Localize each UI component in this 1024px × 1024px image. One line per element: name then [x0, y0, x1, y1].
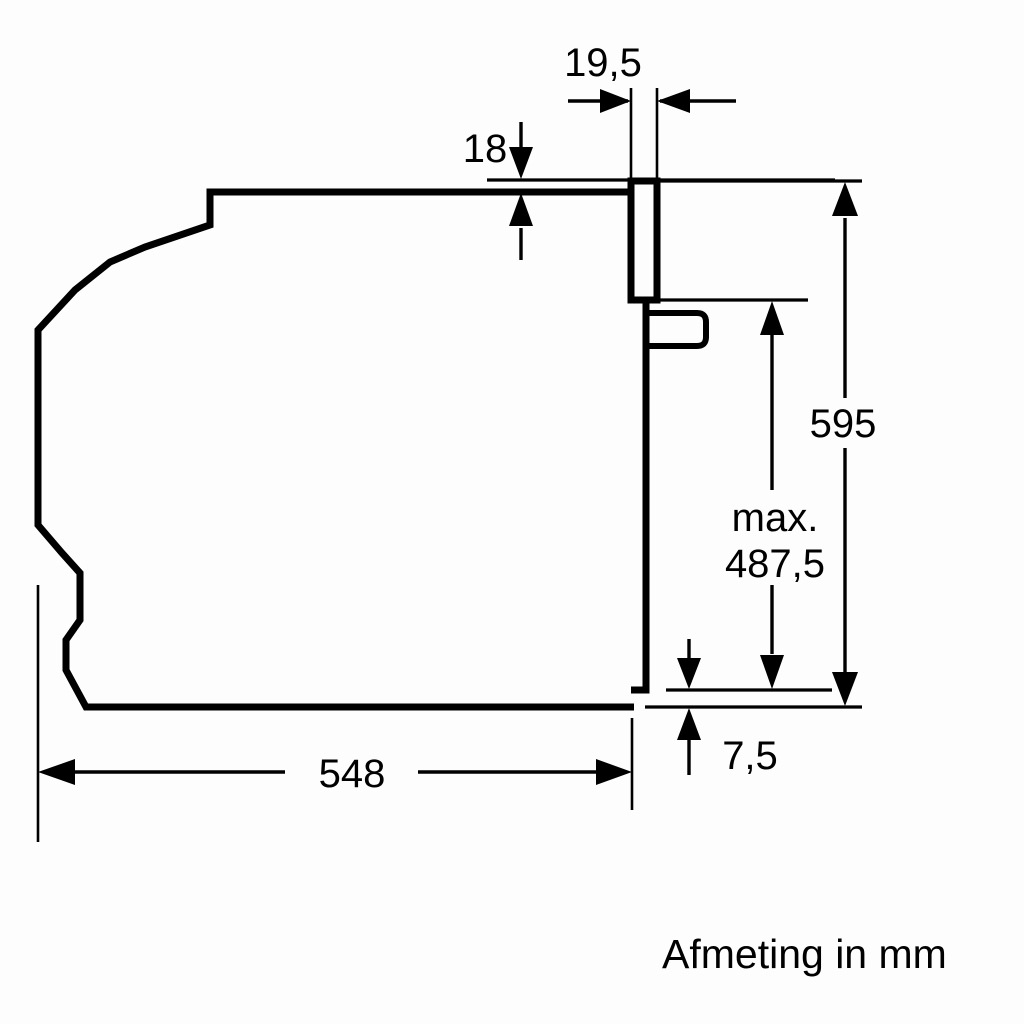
dimension-595: 595: [810, 182, 877, 706]
caption-afmeting-in-mm: Afmeting in mm: [662, 931, 947, 977]
oven-door-upper-panel: [627, 177, 661, 304]
arrow-595-down: [832, 672, 858, 706]
dim-label-18: 18: [463, 127, 508, 171]
arrow-595-up: [832, 182, 858, 216]
dimension-548: 548: [38, 752, 632, 796]
arrow-4875-up: [760, 301, 784, 335]
oven-body-outline: [34, 188, 634, 711]
dim-label-19-5: 19,5: [564, 41, 642, 85]
arrow-75-up: [677, 708, 701, 740]
oven-door-lower-panel: [631, 296, 650, 694]
arrow-195-left: [600, 89, 631, 113]
arrow-18-down: [509, 147, 533, 179]
arrow-4875-down: [760, 655, 784, 689]
dimension-19-5: 19,5: [564, 41, 736, 113]
dim-label-487-5: 487,5: [725, 542, 825, 586]
arrow-548-right: [596, 759, 632, 785]
arrow-548-left: [38, 759, 75, 785]
dimension-7-5: 7,5: [677, 639, 778, 778]
dim-label-548: 548: [319, 752, 386, 796]
arrow-18-up: [509, 193, 533, 226]
dim-label-max: max.: [732, 496, 819, 540]
dimension-18: 18: [463, 122, 533, 260]
dim-label-7-5: 7,5: [722, 734, 778, 778]
dim-label-595: 595: [810, 402, 877, 446]
arrow-195-right: [657, 89, 690, 113]
dimension-max-487-5: max. 487,5: [725, 301, 825, 689]
arrow-75-down: [677, 658, 701, 689]
oven-door-handle: [646, 310, 709, 349]
